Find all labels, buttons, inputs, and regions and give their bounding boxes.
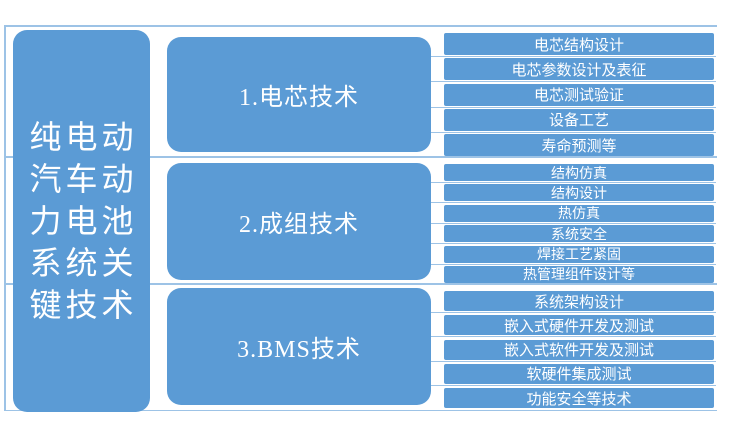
item-group-pack-technology: 结构仿真 结构设计 热仿真 系统安全 焊接工艺紧固 热管理组件设计等	[431, 164, 716, 283]
root-title-line: 纯电动	[29, 119, 138, 155]
category-box-bms-technology: 3.BMS技术	[167, 288, 431, 405]
item-bar: 结构仿真	[431, 164, 716, 183]
item-bar: 软硬件集成测试	[431, 363, 716, 386]
item-bar: 设备工艺	[431, 108, 716, 133]
frame-top-line	[4, 25, 717, 27]
root-title-line: 汽车动	[29, 161, 138, 197]
item-bar: 焊接工艺紧固	[431, 245, 716, 265]
item-bar: 热仿真	[431, 204, 716, 224]
group1-group2-divider-line	[4, 156, 717, 158]
root-title-line: 键技术	[29, 287, 138, 323]
item-bar: 电芯结构设计	[431, 33, 716, 57]
frame-bottom-line	[4, 410, 717, 411]
item-bar: 电芯测试验证	[431, 83, 716, 108]
category-label: 3.BMS技术	[237, 337, 361, 363]
item-bar: 功能安全等技术	[444, 388, 714, 408]
item-bar: 寿命预测等	[444, 134, 714, 156]
item-bar: 嵌入式硬件开发及测试	[431, 315, 716, 338]
item-bar: 结构设计	[431, 184, 716, 204]
item-bar: 热管理组件设计等	[444, 265, 714, 283]
item-group-bms-technology: 系统架构设计 嵌入式硬件开发及测试 嵌入式软件开发及测试 软硬件集成测试 功能安…	[431, 291, 716, 408]
group2-group3-divider-line	[4, 283, 717, 285]
item-bar: 系统安全	[431, 225, 716, 245]
category-label: 1.电芯技术	[239, 85, 359, 111]
category-box-cell-technology: 1.电芯技术	[167, 37, 431, 152]
category-box-pack-technology: 2.成组技术	[167, 163, 431, 280]
item-bar: 电芯参数设计及表征	[431, 58, 716, 83]
item-bar: 系统架构设计	[431, 291, 716, 313]
category-label: 2.成组技术	[239, 212, 359, 238]
item-bar: 嵌入式软件开发及测试	[431, 339, 716, 362]
root-title-box: 纯电动 汽车动 力电池 系统关 键技术	[13, 30, 150, 412]
frame-left-vertical-line	[4, 25, 6, 411]
root-title-line: 力电池	[29, 203, 138, 239]
item-group-cell-technology: 电芯结构设计 电芯参数设计及表征 电芯测试验证 设备工艺 寿命预测等	[431, 33, 716, 156]
root-title-line: 系统关	[29, 245, 138, 281]
